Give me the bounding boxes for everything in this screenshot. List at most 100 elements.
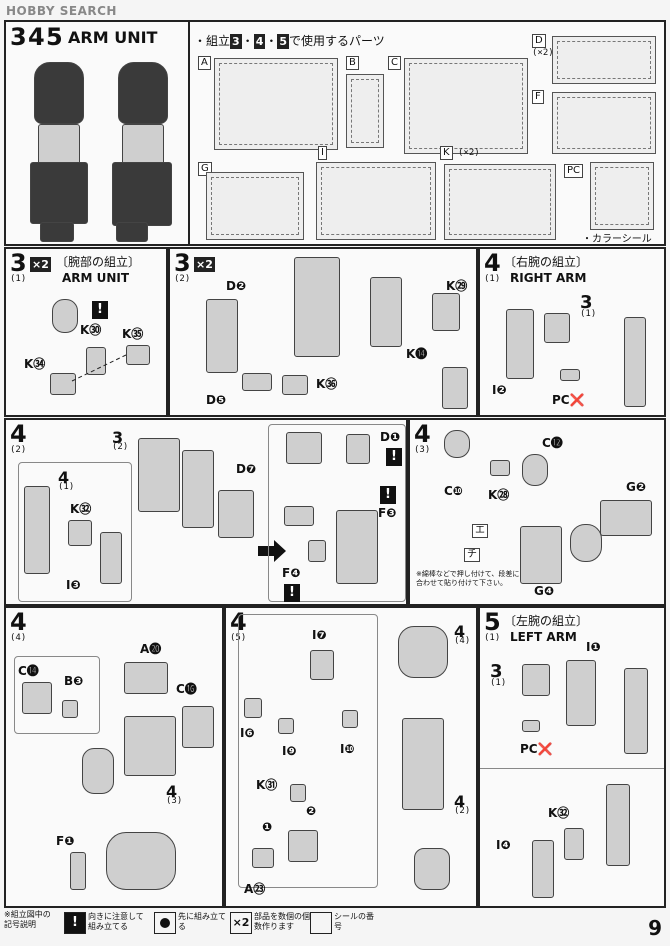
section-title: ARM UNIT [68,28,158,47]
step-title-jp: 〔右腕の組立〕 [504,255,589,269]
part-label: D❶ [380,430,401,444]
part-label: K㉙ [446,279,468,293]
step-title-jp: 〔腕部の組立〕 [56,255,141,269]
ref-step: 3 [112,428,124,447]
ref-step-sub: (2) [112,442,129,452]
watermark-logo: HOBBY SEARCH [6,4,117,18]
seal-note: ※綿棒などで押し付けて、段差に合わせて貼り付けて下さい。 [416,570,520,587]
step-sub: (2) [174,274,191,284]
multiply-badge: ×2 [230,912,252,934]
part-label: I❶ [586,640,601,654]
sprue-i [316,162,436,240]
part-drawing [124,716,176,776]
legend-title: ※組立図中の記号説明 [4,910,51,929]
part-drawing [570,524,602,562]
seal-icon [310,912,332,934]
sprue-a [214,58,338,150]
part-drawing [414,848,450,890]
step-title-en: RIGHT ARM [510,271,587,285]
part-drawing [244,698,262,718]
part-label: F❹ [282,566,301,580]
part-drawing [206,299,238,373]
color-seal-note: ・カラーシール [582,234,652,245]
ref-step-sub: (1) [580,309,597,319]
part-label: K㉞ [24,357,46,371]
part-label: C⓰ [176,682,197,696]
part-label: K㉛ [256,778,278,792]
part-label: K⓮ [406,347,428,361]
part-drawing [278,718,294,734]
part-label: I❼ [312,628,327,642]
part-drawing [444,430,470,458]
step-sub: (3) [414,445,431,455]
step-sub: (2) [10,445,27,455]
part-drawing [506,309,534,379]
sprue-c [404,58,528,154]
part-drawing [294,257,340,357]
part-drawing [24,486,50,574]
part-label: I❷ [492,383,507,397]
part-label: I❻ [240,726,255,740]
caution-icon: ! [284,584,300,602]
caution-icon: ! [380,486,396,504]
step-number: 4 [10,608,27,636]
part-drawing [22,682,52,714]
part-drawing [432,293,460,331]
part-drawing [182,450,214,528]
step-sub: (4) [10,633,27,643]
part-label: C⓮ [18,664,39,678]
part-drawing [286,432,322,464]
ref-step-sub: (3) [166,796,183,806]
part-label: K㉚ [80,323,102,337]
part-label: K㉜ [548,806,570,820]
ref-step-sub: (4) [454,636,471,646]
part-drawing [70,852,86,890]
part-drawing [242,373,272,391]
caution-icon: ! [386,448,402,466]
part-label: I❿ [340,742,355,756]
part-drawing [370,277,402,347]
part-drawing [50,373,76,395]
step-number: 4 [414,420,431,448]
part-drawing [490,460,510,476]
part-label: I❹ [496,838,511,852]
sprue-f [552,92,656,154]
part-drawing [252,848,274,868]
sprue-label-pc: PC [564,164,584,178]
sprue-b [346,74,384,148]
part-drawing [532,840,554,898]
ref-step: 4 [454,622,466,641]
part-drawing [624,317,646,407]
step-number-5: 5 [46,23,63,51]
sprue-qty-d: (×2) [532,48,554,58]
part-drawing [100,532,122,584]
part-drawing [68,520,92,546]
sprue-label-d: D [532,34,546,48]
part-drawing [86,347,106,375]
part-label: PC❌ [520,742,553,756]
sub-assembly-frame [18,462,132,602]
part-drawing [522,454,548,486]
legend-item: シールの番号 [334,912,374,931]
part-drawing [560,369,580,381]
panel-step-4-4: 4 (4) C⓮ B❸ A⓴ C⓰ 4 (3) F❶ [4,606,224,908]
step-number: 4 [10,420,27,448]
sub-assembly-frame [14,656,100,734]
part-drawing [308,540,326,562]
part-label: F❸ [378,506,397,520]
part-label: D❺ [206,393,227,407]
panel-step-3-2: 3 (2) ×2 D❷ K㉙ K⓮ K㊱ D❺ [168,247,478,417]
part-drawing [564,828,584,860]
part-drawing [336,510,378,584]
panel-step-4-1: 4 (1) 〔右腕の組立〕 RIGHT ARM 3 (1) I❷ PC❌ [478,247,666,417]
part-label: K㉟ [122,327,144,341]
sprue-g [206,172,304,240]
part-label: D❼ [236,462,257,476]
ref-step: 4 [58,468,70,487]
part-drawing [346,434,370,464]
part-drawing [522,720,540,732]
divider [188,22,190,244]
part-label: A㉓ [244,882,266,896]
